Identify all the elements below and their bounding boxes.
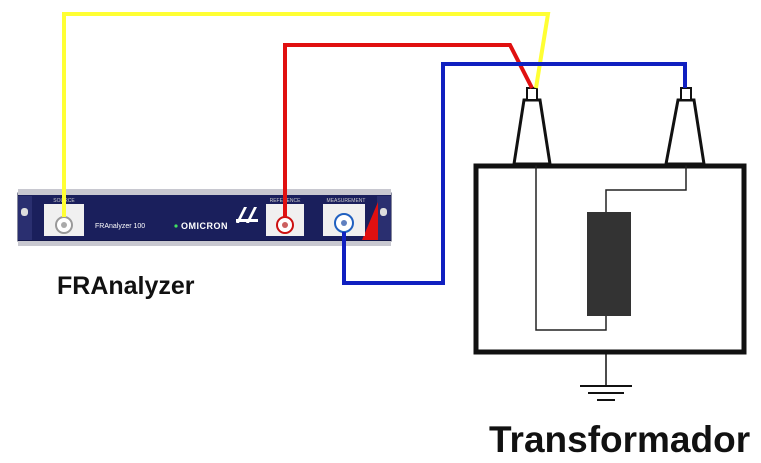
winding-lead-right [605, 163, 687, 212]
bushing-left [512, 98, 552, 166]
bushing-right [664, 98, 706, 166]
bushing-right-cap [680, 87, 692, 101]
device-brand-text: OMICRON [181, 221, 228, 231]
device-model-text: FRAnalyzer 100 [95, 223, 145, 230]
device-mount-right [377, 196, 391, 240]
reference-port-pin [282, 222, 288, 228]
device-screw-left [21, 208, 28, 216]
device-mount-left [18, 196, 32, 240]
winding-lead-left [535, 163, 607, 331]
transformer-label: Transformador [489, 419, 751, 460]
source-cable [62, 12, 551, 217]
device-red-accent [362, 202, 378, 240]
bushing-left-cap [526, 87, 538, 101]
reference-cable [283, 43, 534, 217]
measurement-port-label: MEASUREMENT [327, 198, 366, 204]
source-port-pin [61, 222, 67, 228]
measurement-port-pin [341, 220, 347, 226]
device-name-label: FRAnalyzer [57, 272, 195, 300]
measurement-cable [342, 62, 687, 285]
device-top-edge [18, 189, 391, 195]
transformer-core [587, 212, 631, 316]
device-screw-right [380, 208, 387, 216]
omicron-logo-icon [236, 207, 258, 223]
device-bottom-edge [18, 241, 391, 246]
status-led-icon [174, 224, 178, 228]
